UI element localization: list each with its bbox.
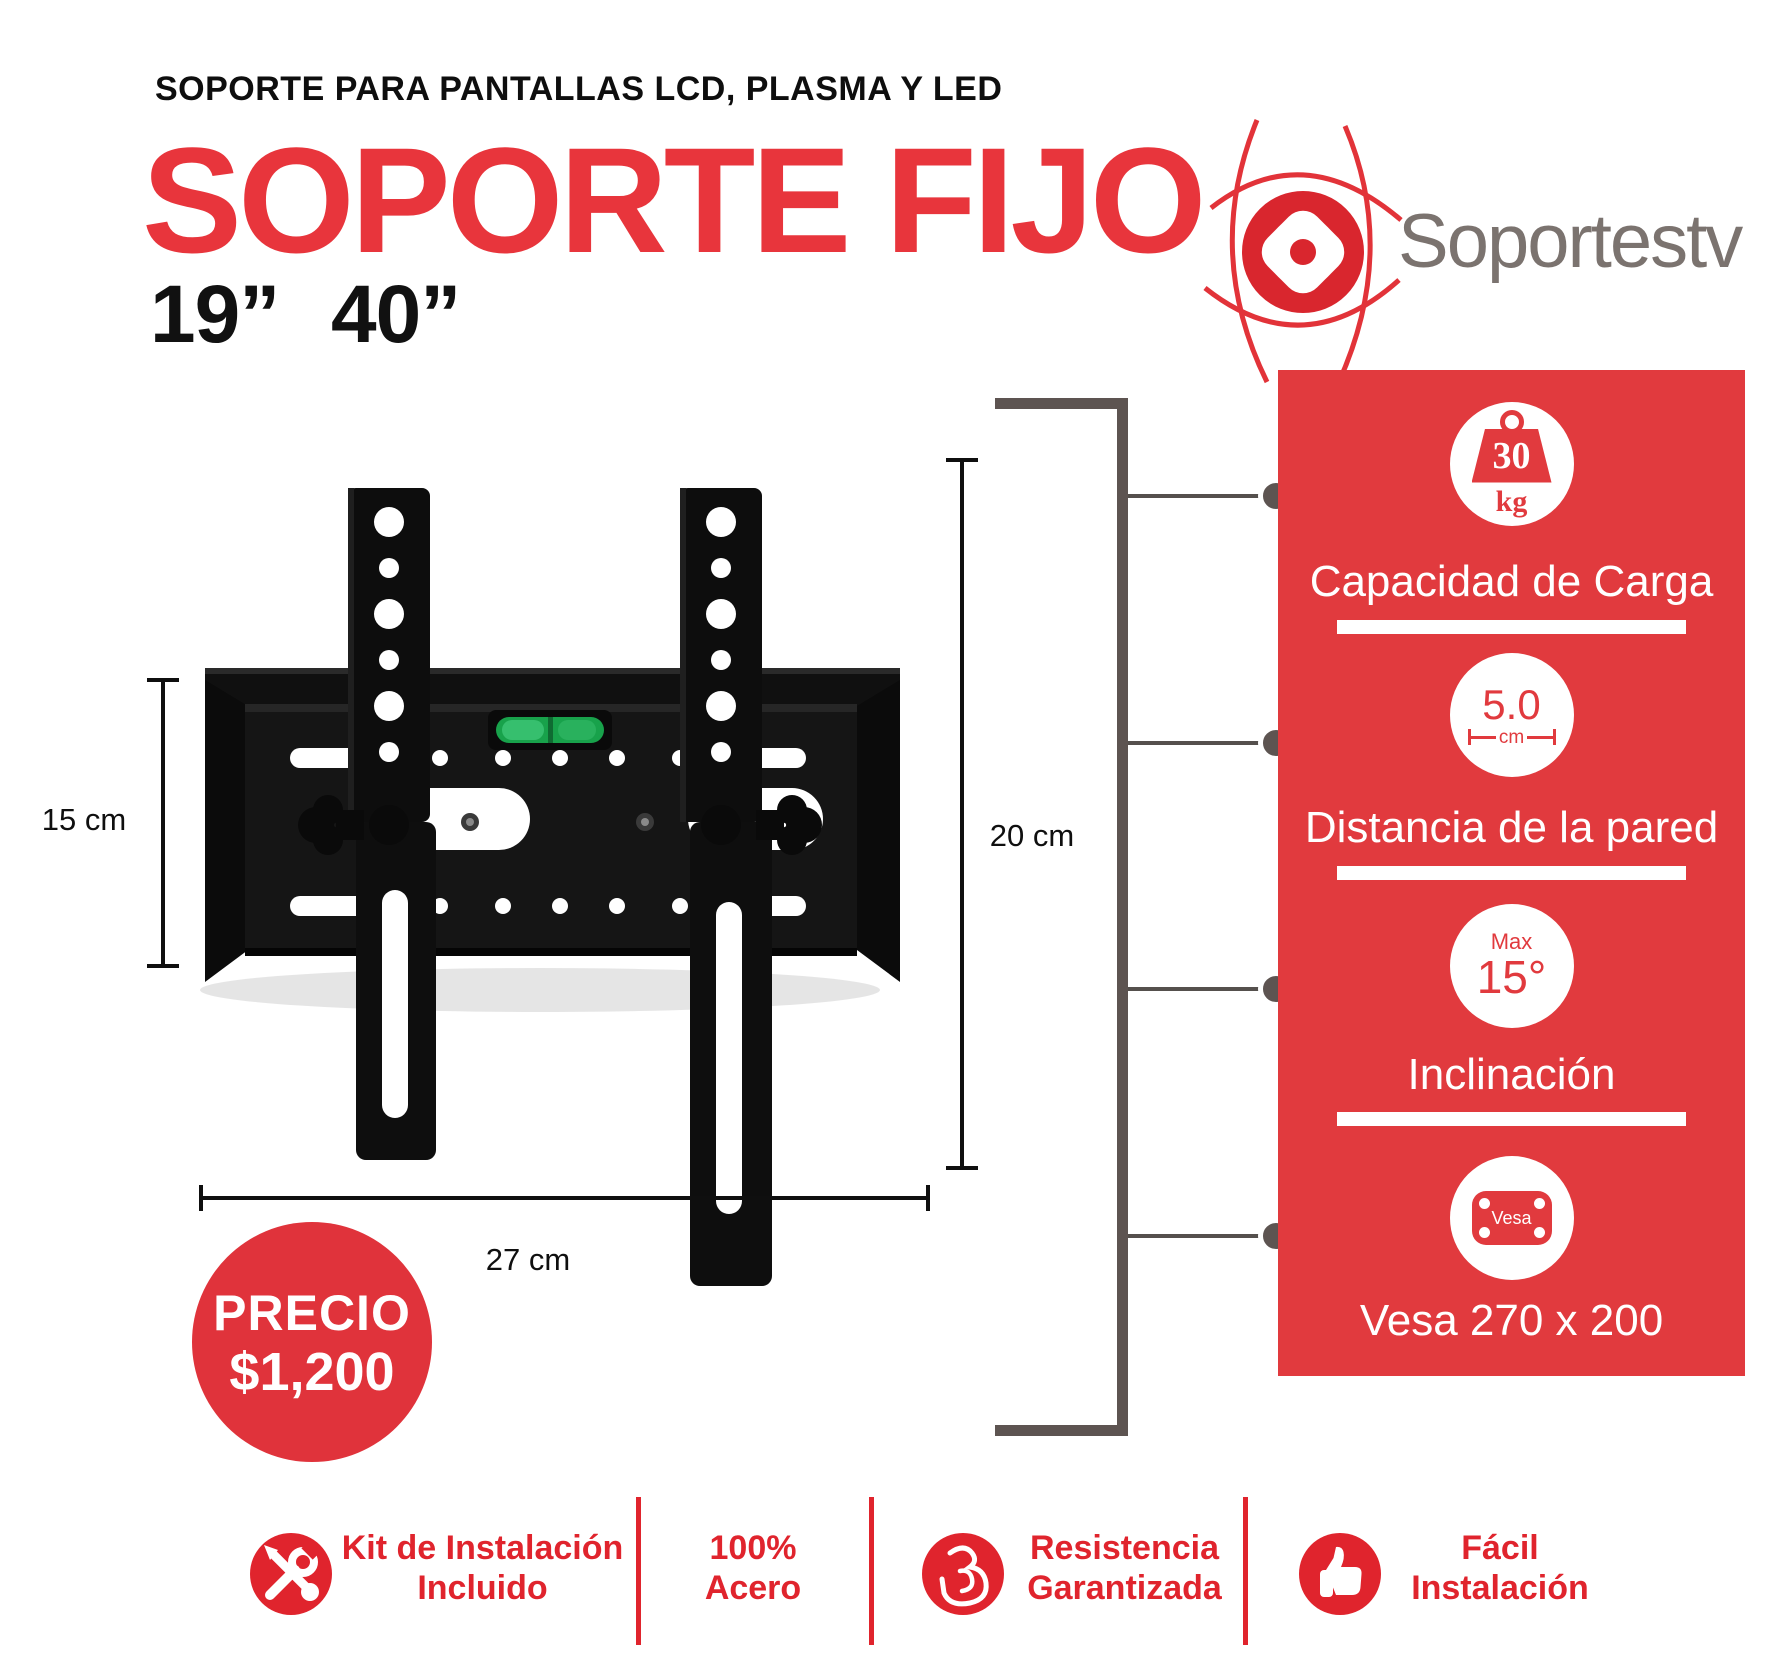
feature-steel: 100% Acero — [648, 1528, 858, 1608]
right-knob — [756, 795, 822, 855]
feature-divider — [1243, 1497, 1248, 1645]
tools-icon — [250, 1533, 332, 1615]
spec-wall-distance: 5.0 cm — [1449, 653, 1574, 777]
product-photo-tv-mount — [200, 488, 900, 1286]
callout-line-2 — [1128, 741, 1280, 745]
measure-arrows: cm — [1467, 726, 1556, 748]
kicker-text: SOPORTE PARA PANTALLAS LCD, PLASMA Y LED — [155, 70, 1003, 108]
vesa-icon: Vesa — [1471, 1191, 1552, 1245]
callout-bracket-line — [1117, 398, 1128, 1436]
spec-tilt: Max 15° — [1449, 904, 1574, 1028]
feature-steel-line1: 100% — [709, 1529, 797, 1567]
separator-bar — [1337, 866, 1686, 880]
feature-kit: Kit de Instalación Incluido — [330, 1528, 635, 1608]
dimension-line-27cm — [199, 1185, 930, 1211]
vesa-icon-text: Vesa — [1491, 1207, 1532, 1228]
tilt-icon: Max — [1490, 928, 1533, 954]
spec-label-tilt: Inclinación — [1407, 1050, 1616, 1099]
dimension-label-20cm: 20 cm — [989, 818, 1075, 853]
weight-value: 30 — [1471, 428, 1552, 483]
feature-divider — [869, 1497, 874, 1645]
feature-kit-line1: Kit de Instalación — [341, 1529, 624, 1567]
feature-easy-line1: Fácil — [1461, 1529, 1539, 1567]
spec-load-capacity: 30 kg — [1449, 402, 1574, 526]
price-label: PRECIO — [213, 1285, 411, 1342]
feature-resistance: Resistencia Garantizada — [1012, 1528, 1237, 1608]
separator-bar — [1337, 620, 1686, 634]
size-range-text: 19” 40” — [150, 269, 461, 360]
callout-bracket-bottom-arm — [995, 1425, 1128, 1436]
dimension-line-15cm — [147, 678, 179, 968]
feature-steel-line2: Acero — [704, 1569, 802, 1608]
dimension-line-20cm — [946, 458, 978, 1170]
wall-distance-unit: cm — [1498, 726, 1525, 748]
feature-resistance-line2: Garantizada — [1027, 1569, 1222, 1608]
wall-distance-icon: 5.0 — [1482, 680, 1541, 728]
price-badge: PRECIO $1,200 — [192, 1222, 432, 1462]
price-value: $1,200 — [229, 1342, 395, 1403]
spec-label-load: Capacidad de Carga — [1309, 557, 1714, 606]
callout-bracket-top-arm — [995, 398, 1128, 409]
thumbs-up-icon — [1299, 1533, 1381, 1615]
feature-kit-line2: Incluido — [417, 1569, 548, 1608]
spec-vesa: Vesa — [1449, 1156, 1574, 1280]
feature-easy-line2: Instalación — [1411, 1569, 1589, 1608]
page-title: SOPORTE FIJO — [142, 116, 1207, 284]
muscle-icon — [922, 1533, 1004, 1615]
dimension-label-27cm: 27 cm — [485, 1242, 571, 1277]
weight-unit: kg — [1495, 484, 1528, 518]
feature-resistance-line1: Resistencia — [1030, 1529, 1219, 1567]
feature-divider — [636, 1497, 641, 1645]
feature-easy-install: Fácil Instalación — [1385, 1528, 1615, 1608]
callout-line-4 — [1128, 1234, 1280, 1238]
separator-bar — [1337, 1112, 1686, 1126]
left-knob — [298, 795, 364, 855]
spec-label-distance: Distancia de la pared — [1304, 803, 1719, 852]
dimension-label-15cm: 15 cm — [41, 802, 127, 837]
bubble-level — [488, 710, 612, 750]
spec-panel: 30 kg Capacidad de Carga 5.0 cm Distanci… — [1278, 370, 1745, 1376]
brand-name: Soportestv — [1398, 199, 1743, 284]
callout-line-3 — [1128, 987, 1280, 991]
tilt-value: 15° — [1476, 950, 1547, 1003]
callout-line-1 — [1128, 494, 1280, 498]
spec-label-vesa: Vesa 270 x 200 — [1359, 1296, 1664, 1345]
logo-eye-icon — [1203, 119, 1403, 388]
